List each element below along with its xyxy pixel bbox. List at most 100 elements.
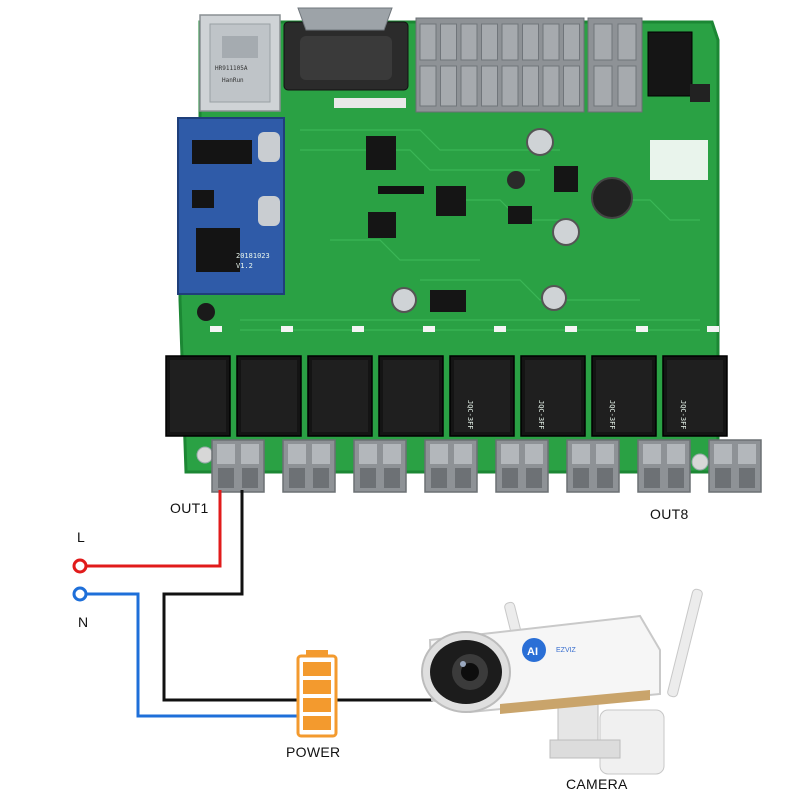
terminal-slot	[440, 23, 457, 61]
led-indicator	[565, 326, 577, 332]
rj45-brand: HanRun	[222, 77, 244, 84]
terminal-slot	[419, 23, 437, 61]
terminal-slot	[481, 65, 498, 107]
line-terminal-icon	[72, 558, 88, 574]
capacitor	[552, 218, 580, 246]
capacitor	[591, 177, 633, 219]
relay-face	[312, 360, 368, 432]
ic-chip	[508, 206, 532, 224]
line-wire	[82, 490, 222, 568]
terminal-lever	[241, 444, 259, 464]
wires	[82, 490, 452, 718]
terminal-port	[644, 468, 660, 488]
capacitor	[197, 303, 215, 321]
terminal-lever	[596, 444, 614, 464]
terminal-slot	[419, 65, 437, 107]
terminal-slot	[593, 65, 613, 107]
led-indicator	[281, 326, 293, 332]
relay-marking: JQC-3FF	[537, 400, 545, 430]
line-label: L	[77, 529, 86, 545]
ic-chip	[366, 136, 396, 170]
ai-badge-icon	[522, 638, 546, 662]
led-row	[210, 326, 719, 332]
pin-header	[334, 98, 406, 108]
relay-face	[525, 360, 581, 432]
terminal-lever	[359, 444, 377, 464]
white-label-area	[650, 140, 708, 180]
out8-label: OUT8	[650, 506, 689, 522]
mount-hole	[196, 446, 214, 464]
relay-marking: JQC-3FF	[466, 400, 474, 430]
rj45-marking: HR911105A	[215, 65, 248, 72]
neutral-terminal-icon	[72, 586, 88, 602]
terminal-slot	[542, 65, 560, 107]
terminal-slot	[563, 65, 580, 107]
terminal-lever	[714, 444, 732, 464]
terminal-lever	[288, 444, 306, 464]
camera-brand: EZVIZ	[556, 647, 577, 654]
terminal-slot	[501, 23, 519, 61]
camera-label: CAMERA	[566, 776, 628, 792]
capacitor	[541, 285, 567, 311]
terminal-lever	[454, 444, 472, 464]
terminal-slot	[460, 23, 478, 61]
terminal-lever	[501, 444, 519, 464]
terminal-lever	[572, 444, 590, 464]
relay-face	[241, 360, 297, 432]
terminal-port	[242, 468, 258, 488]
neutral-label: N	[78, 614, 89, 630]
terminal-slot	[522, 23, 539, 61]
terminal-port	[384, 468, 400, 488]
mount-hole	[691, 453, 709, 471]
neutral-wire	[82, 592, 300, 718]
led-indicator	[707, 326, 719, 332]
relay-row: JQC-3FF JQC-3FF JQC-3FF JQC-3FF	[165, 355, 728, 437]
relay-board: HR911105A HanRun 20181023 V1.2	[165, 7, 762, 493]
ic-chip	[554, 166, 578, 192]
terminal-slot	[593, 23, 613, 61]
terminal-slot	[542, 23, 560, 61]
terminal-slot	[522, 65, 539, 107]
pin-header	[378, 186, 424, 194]
terminal-lever	[383, 444, 401, 464]
terminal-port	[597, 468, 613, 488]
ethernet-module: 20181023 V1.2	[177, 117, 285, 295]
led-indicator	[423, 326, 435, 332]
power-label: POWER	[286, 744, 341, 760]
dc-jack	[647, 31, 693, 97]
ic-chip	[368, 212, 396, 238]
relay-face	[596, 360, 652, 432]
camera-icon: AI EZVIZ	[421, 588, 703, 775]
terminal-lever	[217, 444, 235, 464]
terminal-port	[739, 468, 755, 488]
electrolytic-capacitors	[197, 128, 633, 321]
terminal-lever	[738, 444, 756, 464]
relay-face	[667, 360, 723, 432]
terminal-slot	[501, 65, 519, 107]
terminal-lever	[667, 444, 685, 464]
db9-connector	[283, 7, 409, 91]
capacitor	[507, 171, 525, 189]
terminal-port	[455, 468, 471, 488]
relay-marking: JQC-3FF	[679, 400, 687, 430]
camera-badge: AI	[527, 646, 538, 658]
terminal-port	[313, 468, 329, 488]
relay-face	[170, 360, 226, 432]
terminal-slot	[617, 65, 637, 107]
module-version: V1.2	[236, 262, 253, 270]
ground-wire	[162, 490, 300, 702]
out1-label: OUT1	[170, 500, 209, 516]
terminal-port	[218, 468, 234, 488]
led-indicator	[210, 326, 222, 332]
terminal-slot	[563, 23, 580, 61]
terminal-lever	[643, 444, 661, 464]
relay-face	[383, 360, 439, 432]
relay-marking: JQC-3FF	[608, 400, 616, 430]
led-indicator	[636, 326, 648, 332]
terminal-slot	[481, 23, 498, 61]
terminal-slot	[440, 65, 457, 107]
terminal-port	[573, 468, 589, 488]
ic-chip	[430, 290, 466, 312]
terminal-slot	[617, 23, 637, 61]
capacitor	[391, 287, 417, 313]
